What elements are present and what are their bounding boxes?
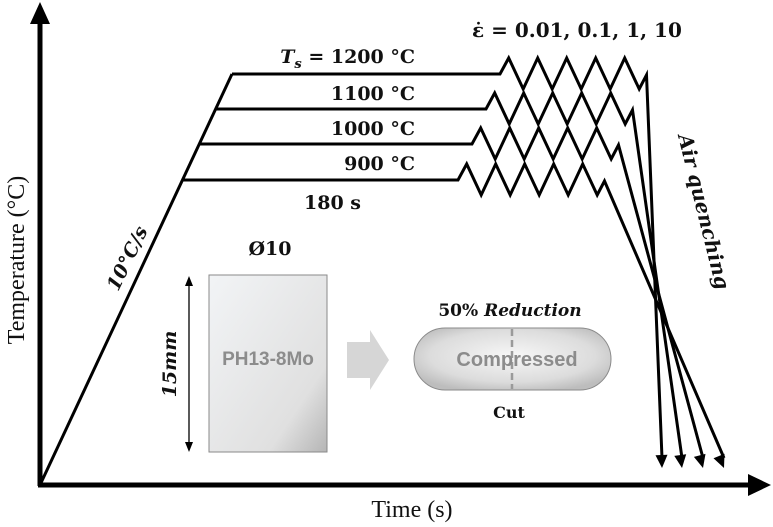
profile-1000 bbox=[199, 124, 705, 459]
quench-arrow-icon bbox=[693, 453, 706, 468]
quench-arrow-icon bbox=[674, 454, 687, 468]
heating-ramp-line bbox=[38, 73, 234, 486]
x-axis-label: Time (s) bbox=[371, 497, 452, 523]
air-quenching-label: Air quenching bbox=[673, 129, 735, 291]
profile-1200 bbox=[232, 54, 664, 459]
x-axis-arrow-icon bbox=[748, 474, 771, 496]
x-axis bbox=[38, 474, 771, 496]
sample-block bbox=[208, 274, 328, 453]
temp-label-900: 900 °C bbox=[344, 153, 415, 175]
temperature-profiles bbox=[182, 54, 726, 468]
height-dimension-arrow bbox=[185, 276, 193, 452]
height-label: 15mm bbox=[159, 331, 181, 398]
temp-label-1100: 1100 °C bbox=[331, 83, 415, 105]
quench-arrow-icon bbox=[713, 453, 725, 468]
y-axis-label: Temperature (°C) bbox=[4, 176, 30, 345]
strain-rate-label: ε̇ = 0.01, 0.1, 1, 10 bbox=[472, 18, 682, 42]
process-arrow-icon bbox=[347, 330, 389, 390]
hold-time-label: 180 s bbox=[304, 192, 361, 214]
quench-arrow-icon bbox=[655, 454, 668, 468]
material-label: PH13-8Mo bbox=[222, 349, 314, 370]
profile-1100 bbox=[215, 89, 684, 459]
y-axis bbox=[30, 2, 50, 486]
diameter-label: Ø10 bbox=[249, 238, 292, 260]
y-axis-arrow-icon bbox=[30, 2, 50, 24]
profile-900 bbox=[182, 160, 726, 459]
sample-illustration: Ø10 15mm PH13-8Mo 50% Reduction Compress… bbox=[159, 238, 612, 453]
compressed-label: Compressed bbox=[456, 349, 577, 371]
temp-label-1200: Ts = 1200 °C bbox=[280, 46, 415, 72]
reduction-label: 50% Reduction bbox=[438, 301, 581, 321]
compressed-sample bbox=[413, 327, 612, 391]
cut-label: Cut bbox=[493, 403, 525, 422]
temp-label-1000: 1000 °C bbox=[331, 118, 415, 140]
